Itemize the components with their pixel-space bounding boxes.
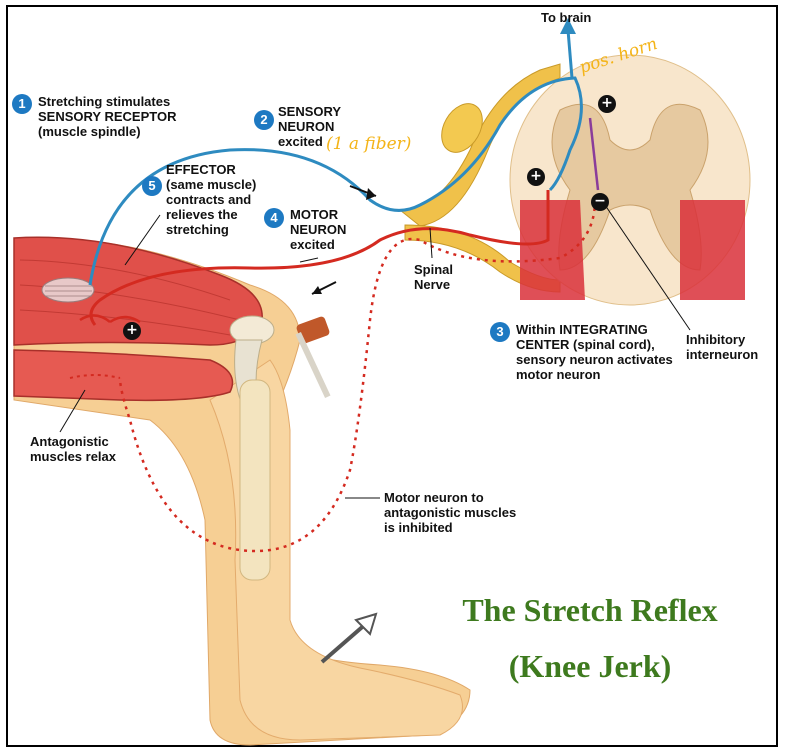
plus-sign-dorsal: + (598, 95, 616, 113)
motor-neuron-inhibited-label: Motor neuron to antagonistic muscles is … (384, 490, 516, 535)
to-brain-label: To brain (541, 10, 591, 25)
leader-motor-neuron (300, 258, 318, 262)
ia-fiber-annotation: (1 a fiber) (326, 134, 411, 154)
plus-sign-effector: + (123, 322, 141, 340)
step-4-badge: 4 (264, 208, 284, 228)
antagonistic-muscles-label: Antagonistic muscles relax (30, 434, 116, 464)
step-5-label: EFFECTOR (same muscle) contracts and rel… (166, 162, 256, 237)
step-1-label: Stretching stimulates SENSORY RECEPTOR (… (38, 94, 176, 139)
step-4-label: MOTOR NEURON excited (290, 207, 346, 252)
kick-arrow (322, 622, 368, 662)
reflex-hammer (295, 315, 330, 398)
step-5-badge: 5 (142, 176, 162, 196)
ascending-fiber (568, 30, 572, 78)
minus-sign-interneuron: − (591, 193, 609, 211)
step-3-label: Within INTEGRATING CENTER (spinal cord),… (516, 322, 673, 382)
anterior-root (520, 200, 585, 300)
title-line-2: (Knee Jerk) (420, 648, 760, 685)
spinal-nerve-label: Spinal Nerve (414, 262, 453, 292)
title-line-1: The Stretch Reflex (420, 592, 760, 629)
step-1-badge: 1 (12, 94, 32, 114)
inhibitory-interneuron-label: Inhibitory interneuron (686, 332, 758, 362)
muscle-spindle (42, 278, 94, 302)
plus-sign-motor: + (527, 168, 545, 186)
step-2-badge: 2 (254, 110, 274, 130)
step-3-badge: 3 (490, 322, 510, 342)
